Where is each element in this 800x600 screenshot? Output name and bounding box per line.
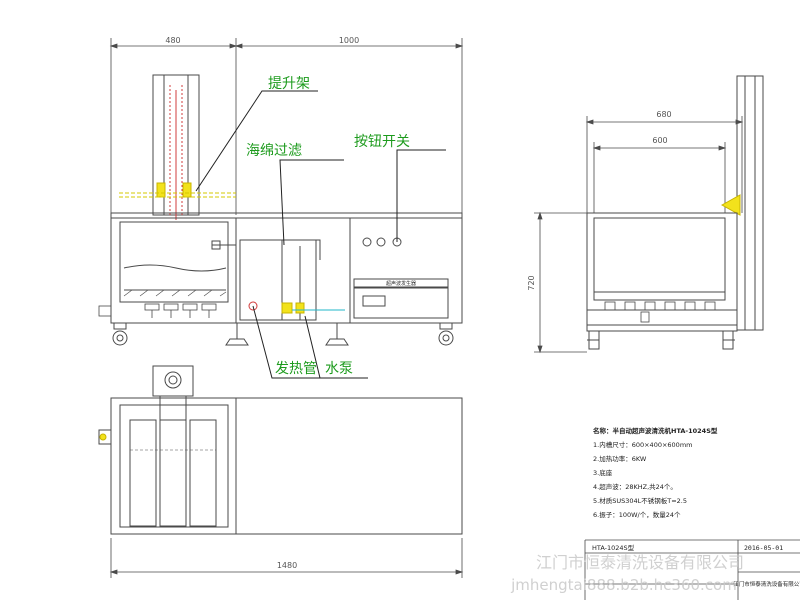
callout-sponge-filter: 海绵过滤 xyxy=(246,142,302,159)
control-panel xyxy=(353,237,449,319)
spec-item-6: 6.振子：100W/个，数量24个 xyxy=(593,510,681,519)
callout-water-pump: 水泵 xyxy=(325,361,353,377)
title-date: 2016-05-01 xyxy=(744,544,783,552)
dim-480: 480 xyxy=(165,36,180,45)
spec-item-5: 5.材质SUS304L不锈钢板T=2.5 xyxy=(593,496,687,505)
watermark-company: 江门市恒泰清洗设备有限公司 xyxy=(536,553,744,572)
plan-dimension xyxy=(109,538,464,578)
generator-label: 超声波发生器 xyxy=(386,280,416,287)
dim-600: 600 xyxy=(652,136,667,145)
title-model: HTA-1024S型 xyxy=(592,543,635,552)
spec-item-1: 1.内槽尺寸：600×400×600mm xyxy=(593,440,692,449)
side-view: 680 600 720 xyxy=(527,75,764,354)
front-base xyxy=(111,322,462,346)
front-tank xyxy=(119,221,236,303)
title-block xyxy=(584,539,800,600)
plan-view xyxy=(98,365,464,578)
callouts: 提升架 海绵过滤 按钮开关 发热管 水泵 xyxy=(246,76,410,377)
callout-leaders xyxy=(195,90,446,379)
front-top-dimension xyxy=(109,38,464,215)
dim-1480: 1480 xyxy=(277,561,297,570)
sponge-filter-box xyxy=(239,239,345,321)
spec-item-4: 4.超声波：28KHZ,共24个。 xyxy=(593,482,677,491)
lift-frame xyxy=(119,74,236,220)
side-dimensions xyxy=(534,116,744,354)
spec-item-3: 3.底座 xyxy=(593,468,613,477)
dim-680: 680 xyxy=(656,110,671,119)
dim-720: 720 xyxy=(527,275,536,290)
spec-item-2: 2.加热功率：6KW xyxy=(593,454,647,463)
front-transducers xyxy=(98,303,217,318)
callout-lift-frame: 提升架 xyxy=(268,76,310,92)
callout-button-switch: 按钮开关 xyxy=(354,134,410,150)
front-view: 480 1000 xyxy=(98,36,464,346)
spec-notes: 名称：半自动超声波清洗机HTA-1024S型 1.内槽尺寸：600×400×60… xyxy=(593,426,718,519)
dim-1000: 1000 xyxy=(339,36,359,45)
title-company: 江门市恒泰清洗设备有限公司 xyxy=(733,580,800,588)
spec-title: 名称：半自动超声波清洗机HTA-1024S型 xyxy=(593,426,718,435)
callout-heating-tube: 发热管 xyxy=(275,361,317,377)
plan-outline xyxy=(110,397,463,535)
watermark-url: jmhengtai888.b2b.hc360.com xyxy=(510,576,737,594)
